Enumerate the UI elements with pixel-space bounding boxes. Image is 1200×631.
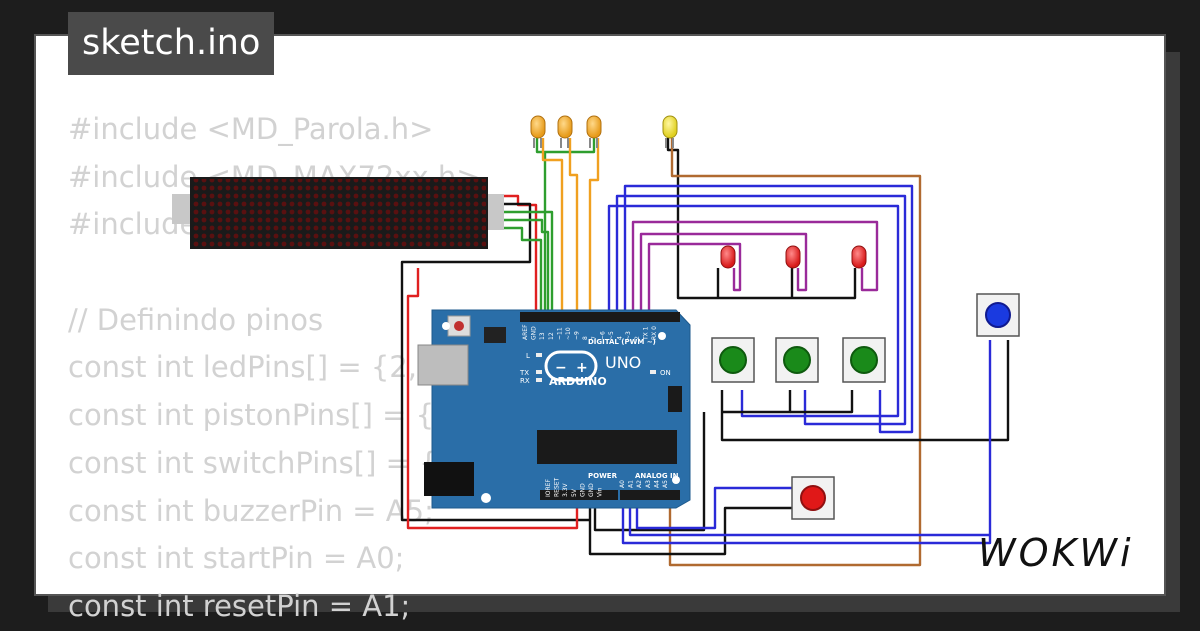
button-blue [976,293,1020,337]
pin-label: ~9 [574,331,581,340]
wire-purple [647,242,742,310]
wire-green [488,226,543,310]
pin-label: IOREF [545,479,552,497]
pin-label: A2 [636,480,643,488]
wire-green [535,138,596,154]
rx-label: RX [520,377,530,385]
pin-label: 12 [548,332,555,340]
wire-blue [628,500,990,537]
wire-blue [615,194,907,426]
pin-label: 5V [571,488,578,497]
pin-label: A4 [653,480,660,488]
tx-label: TX [519,369,529,377]
button-green-2 [775,337,819,383]
pin-label: ~11 [556,327,563,340]
pin-label: RX 0 [651,326,658,340]
pin-label: RESET [554,477,561,497]
led-red-1 [720,245,736,269]
led-orange-2 [557,115,573,148]
pin-label: ~5 [608,331,615,340]
l-label: L [526,352,530,360]
pin-label: GND [588,483,595,497]
pin-label: GND [531,326,538,340]
wire-orange [588,138,600,310]
button-red [791,476,835,520]
wire-blue [621,340,992,545]
code-line: const int startPin = A0; [68,541,405,576]
led-red-2 [785,245,801,269]
board-brand: ARDUINO [549,375,607,388]
arduino-uno-board: − + ARDUINO UNO DIGITAL (PWM ~) POWER AN… [417,309,691,509]
wire-orange [568,138,579,310]
wire-black [720,340,1010,442]
button-green-3 [842,337,886,383]
code-line: // Definindo pinos [68,302,324,337]
button-green-1 [711,337,755,383]
wire-black [588,500,795,556]
wire-green [488,210,554,310]
pin-label: TX 1 [642,326,649,341]
wire-purple [639,232,808,310]
wire-orange [541,138,564,310]
wokwi-logo: WOKWi [978,531,1134,575]
pin-label: ~6 [599,331,606,340]
board-model: UNO [605,353,641,372]
pin-label: 2 [634,336,641,340]
wire-black [593,412,706,532]
wire-black [722,390,792,414]
wire-blue [635,486,795,530]
wire-black [790,390,854,414]
pin-label: 7 [591,336,598,340]
svg-text:+: + [576,360,588,376]
pin-label: 4 [617,336,624,340]
pin-label: 8 [582,336,589,340]
pin-label: Vin [597,487,604,497]
wire-green [488,218,550,310]
wire-red [406,268,579,530]
pin-label: ~10 [565,327,572,340]
pin-label: ~3 [625,331,632,340]
wires [400,138,1010,567]
file-title: sketch.ino [68,12,275,75]
pin-label: A0 [619,480,626,488]
power-header: POWER [588,472,618,480]
pin-label: A5 [662,480,669,488]
pin-label: 13 [539,332,546,340]
wire-black [666,138,857,300]
wire-black [400,202,590,522]
pin-label: AREF [522,324,529,340]
led-matrix [172,177,504,249]
svg-text:−: − [555,360,567,376]
wire-purple [631,220,879,310]
code-line: #include <MD_Parola.h> [68,112,434,146]
pin-label: A1 [628,480,635,488]
led-orange-3 [586,115,602,148]
led-orange-1 [530,115,546,148]
pin-label: GND [579,483,586,497]
pin-label: 3.3V [562,482,569,497]
digital-header: DIGITAL (PWM ~) [588,338,656,346]
pin-label: A3 [645,480,652,488]
led-yellow [662,115,678,148]
led-red-3 [851,245,867,269]
code-line: const int resetPin = A1; [68,588,411,623]
analog-header: ANALOG IN [635,472,679,480]
on-label: ON [660,369,671,377]
code-line: const int buzzerPin = A5; [68,493,434,528]
